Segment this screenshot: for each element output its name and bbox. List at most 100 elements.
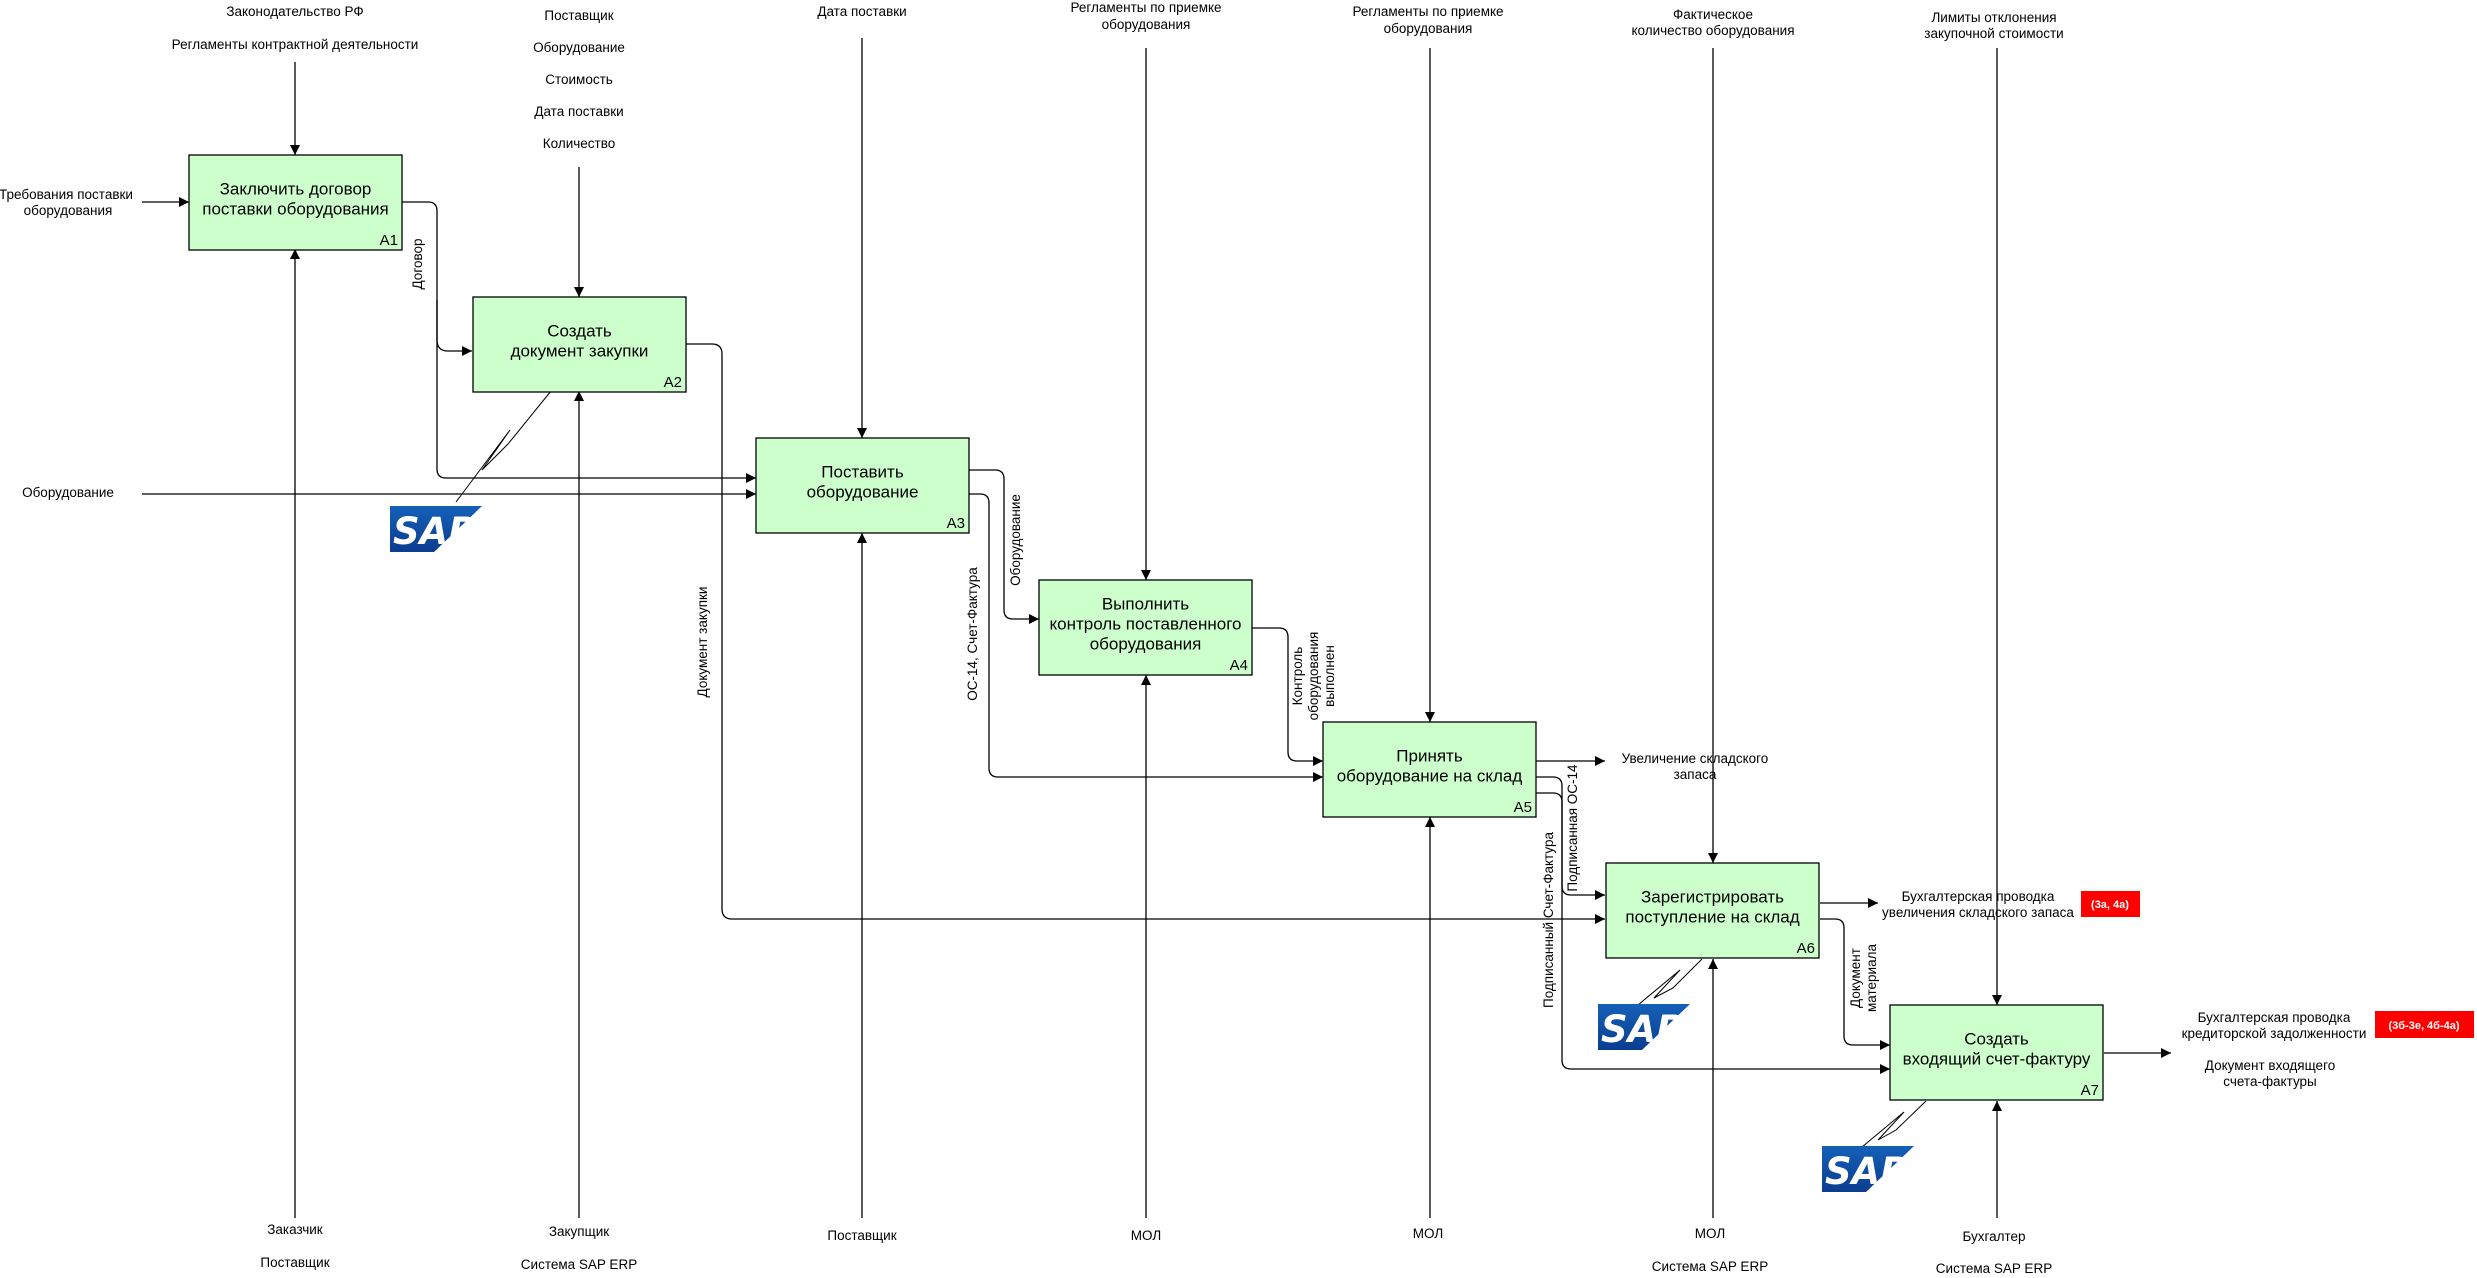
- control-label-a2-5: Количество: [543, 136, 616, 151]
- activity-box-a5-frame: [1322, 721, 1537, 818]
- activity-box-a5-number: A5: [1514, 799, 1532, 816]
- output-label-a5-1: Увеличение складского: [1622, 751, 1769, 766]
- activity-box-a6-frame: [1605, 862, 1820, 959]
- control-label-a4-2: оборудования: [1102, 17, 1191, 32]
- mechanism-label-a1-2: Поставщик: [260, 1255, 329, 1270]
- control-label-a2-4: Дата поставки: [534, 104, 623, 119]
- badge-a6-text: (3а, 4а): [2091, 899, 2129, 911]
- activity-box-a4-number: A4: [1230, 657, 1248, 674]
- control-label-a3: Дата поставки: [817, 4, 906, 19]
- activity-box-a1-title: Заключить договор: [220, 180, 372, 199]
- activity-box-a5-title: Принять: [1396, 747, 1463, 766]
- input-label-equipment: Оборудование: [22, 485, 114, 500]
- arrow-control-done: [1252, 627, 1323, 766]
- arrow-label-purchase-doc: Документ закупки: [695, 587, 710, 698]
- connectors: [142, 38, 2171, 1218]
- activity-box-a7-number: A7: [2081, 1082, 2099, 1099]
- badge-a7-bg: [2375, 1011, 2474, 1038]
- sap-logo-a7-text: SAP: [1825, 1150, 1907, 1193]
- control-label-a7-1: Лимиты отклонения: [1931, 10, 2056, 25]
- control-label-a5-2: оборудования: [1384, 21, 1473, 36]
- arrow-signed-invoice: [1536, 792, 1890, 1074]
- sap-logo-a7: SAP: [1822, 1146, 1914, 1193]
- arrow-label-material-doc-2: материала: [1864, 944, 1879, 1012]
- activity-box-a1-frame: [188, 154, 403, 251]
- activity-box-a1-number: A1: [380, 232, 398, 249]
- badge-a7-text: (3б-3е, 4б-4а): [2388, 1020, 2459, 1032]
- activity-box-a2-title: Создать: [547, 322, 612, 341]
- output-label-a5-2: запаса: [1674, 767, 1717, 782]
- mechanism-label-a2-2: Система SAP ERP: [521, 1257, 637, 1272]
- activity-box-a7-title: входящий счет-фактуру: [1903, 1050, 2091, 1069]
- mechanism-label-a3: Поставщик: [827, 1228, 896, 1243]
- output-label-a6-1: Бухгалтерская проводка: [1902, 889, 2055, 904]
- arrow-label-control-done-1: Контроль: [1290, 647, 1305, 706]
- control-label-a2-2: Оборудование: [533, 40, 625, 55]
- badge-a6: (3а, 4а): [2081, 891, 2140, 917]
- mechanism-label-a1-1: Заказчик: [267, 1222, 323, 1237]
- arrow-label-signed-invoice: Подписанный Счет-Фактура: [1541, 832, 1556, 1008]
- activity-box-a2-title: документ закупки: [511, 342, 649, 361]
- sap-link-a2: [455, 390, 552, 503]
- mechanism-label-a2-1: Закупщик: [549, 1224, 609, 1239]
- arrow-label-control-done-2: оборудования: [1306, 632, 1321, 721]
- sap-logo-a6: SAP: [1598, 1004, 1690, 1051]
- arrow-label-control-done-3: выполнен: [1322, 645, 1337, 707]
- labels: Законодательство РФ Регламенты контрактн…: [0, 0, 2366, 1276]
- control-label-a6-1: Фактическое: [1673, 7, 1753, 22]
- arrow-contract: [402, 201, 472, 356]
- activity-box-a2-number: A2: [664, 374, 682, 391]
- arrow-label-os14-invoice: ОС-14, Счет-Фактура: [965, 567, 980, 701]
- activity-box-a6-number: A6: [1797, 940, 1815, 957]
- activity-box-a4-title: Выполнить: [1102, 595, 1189, 614]
- control-label-a7-2: закупочной стоимости: [1924, 26, 2063, 41]
- mechanism-label-a6-2: Система SAP ERP: [1652, 1259, 1768, 1274]
- mechanism-label-a4: МОЛ: [1131, 1228, 1161, 1243]
- activity-box-a5-title: оборудование на склад: [1337, 767, 1523, 786]
- sap-link-a6: [1631, 958, 1703, 1011]
- activity-box-a3-title: оборудование: [807, 483, 919, 502]
- control-label-a1-2: Регламенты контрактной деятельности: [172, 37, 419, 52]
- control-label-a5-1: Регламенты по приемке: [1352, 4, 1503, 19]
- activity-box-a6-title: Зарегистрировать: [1641, 888, 1784, 907]
- sap-link-a7: [1855, 1100, 1927, 1153]
- arrow-label-material-doc-1: Документ: [1848, 948, 1863, 1008]
- mechanism-label-a5: МОЛ: [1413, 1226, 1443, 1241]
- control-label-a6-2: количество оборудования: [1631, 23, 1794, 38]
- sap-logo-a2-text: SAP: [393, 510, 475, 553]
- arrow-label-signed-os14: Подписанная ОС-14: [1565, 764, 1580, 892]
- arrow-purchase-doc: [685, 343, 1605, 924]
- mechanism-label-a6-1: МОЛ: [1695, 1226, 1725, 1241]
- sap-logo-a6-text: SAP: [1601, 1008, 1683, 1051]
- activity-box-a2-frame: [472, 296, 687, 393]
- activity-box-a6-title: поступление на склад: [1625, 908, 1799, 927]
- activity-box-a3-frame: [755, 437, 970, 534]
- arrow-os14-invoice: [969, 493, 1323, 782]
- arrow-label-equipment: Оборудование: [1008, 494, 1023, 586]
- activity-box-a1-title: поставки оборудования: [202, 200, 389, 219]
- output-label-a6-2: увеличения складского запаса: [1882, 905, 2074, 920]
- input-label-a1-1: Требования поставки: [0, 187, 133, 202]
- arrow-contract-to-a3: [436, 300, 756, 483]
- arrow-label-contract: Договор: [410, 239, 425, 290]
- control-label-a2-1: Поставщик: [544, 8, 613, 23]
- control-label-a1-1: Законодательство РФ: [226, 4, 363, 19]
- output-label-a7-doc-1: Документ входящего: [2205, 1058, 2335, 1073]
- badge-a7: (3б-3е, 4б-4а): [2375, 1011, 2474, 1038]
- activity-box-a7-frame: [1889, 1004, 2104, 1101]
- output-label-a7-posting-1: Бухгалтерская проводка: [2198, 1010, 2351, 1025]
- mechanism-label-a7-2: Система SAP ERP: [1936, 1261, 2052, 1276]
- activity-box-a4-frame: [1038, 579, 1253, 676]
- sap-logo-a2: SAP: [390, 506, 482, 553]
- control-label-a2-3: Стоимость: [545, 72, 613, 87]
- activity-box-a3-number: A3: [947, 515, 965, 532]
